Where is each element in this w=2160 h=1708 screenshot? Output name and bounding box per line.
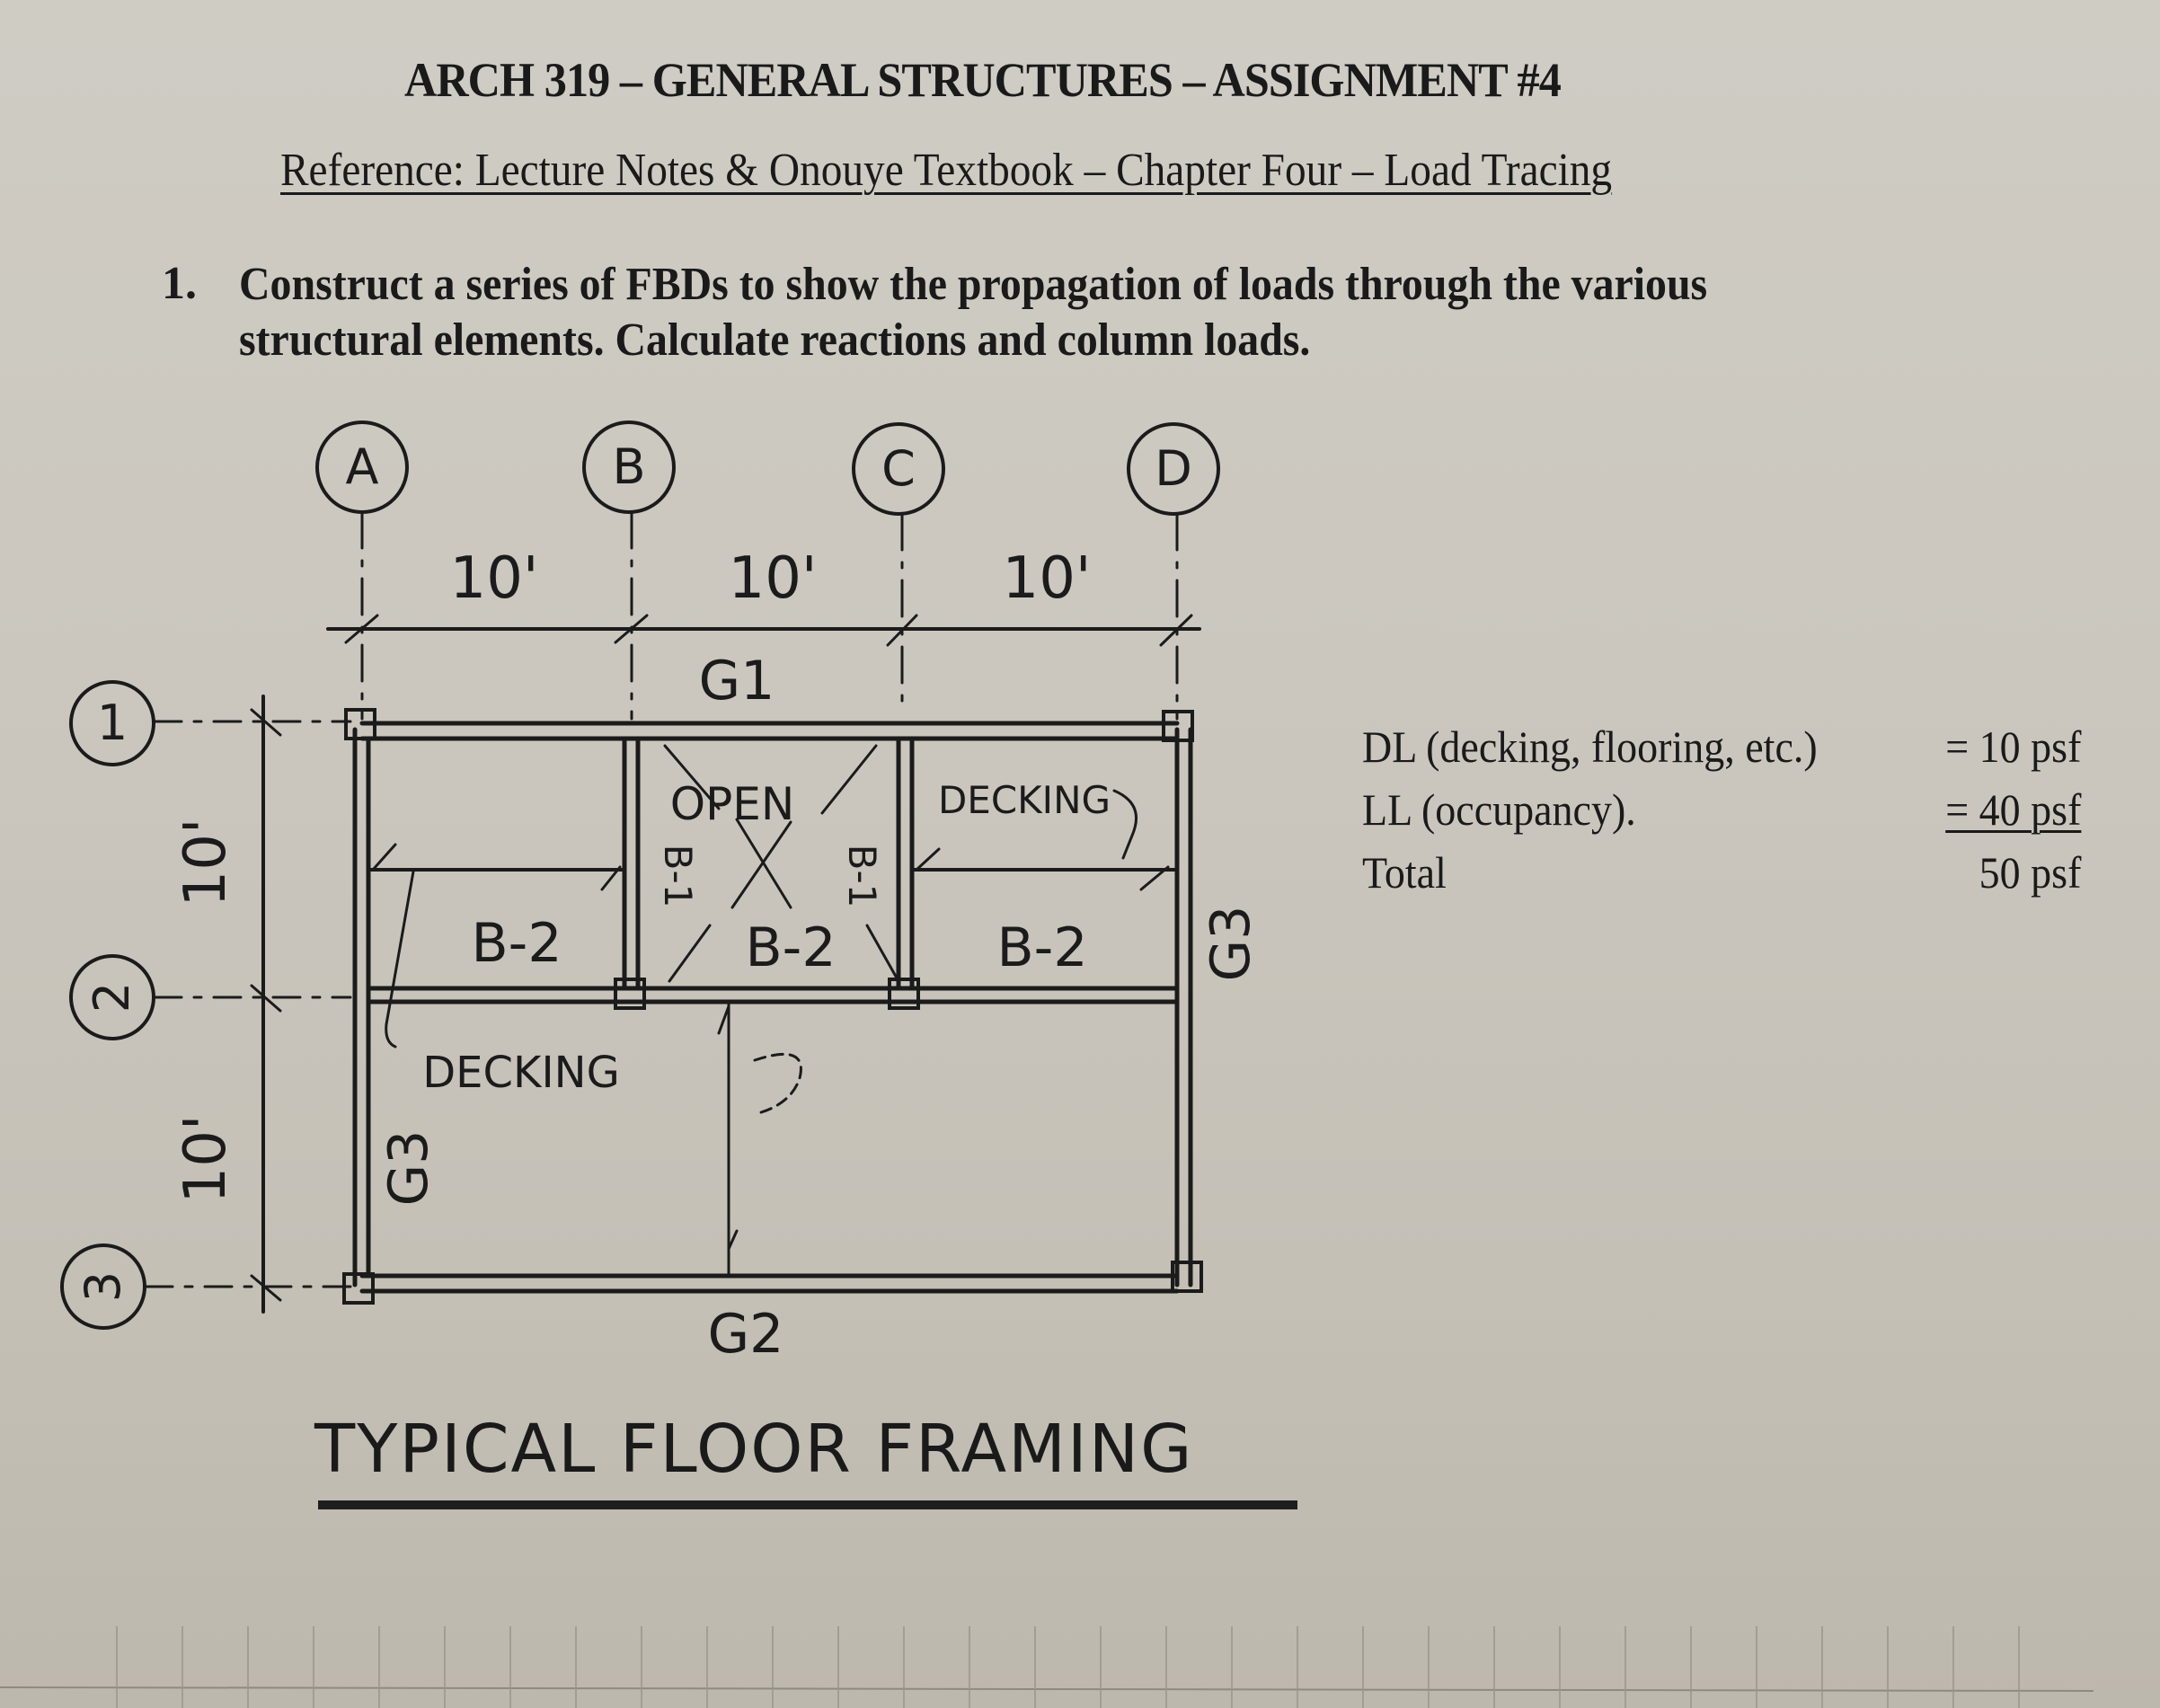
grid-label-b: B (612, 438, 645, 495)
load-label: Total (1362, 847, 1447, 898)
grid-bubble-d (1127, 422, 1220, 516)
opening-label: OPEN (670, 778, 795, 830)
girder-label-g1: G1 (699, 650, 775, 712)
beam-label-b1-right: B-1 (840, 845, 884, 908)
girder-label-g3-left: G3 (377, 1130, 440, 1207)
caption-underline (318, 1500, 1297, 1509)
grid-label-1: 1 (97, 695, 128, 751)
girder-label-g2: G2 (708, 1303, 784, 1366)
load-value: 50 psf (1979, 847, 2082, 898)
dim-b-c: 10' (728, 545, 817, 612)
beam-label-b1-left: B-1 (656, 845, 700, 908)
grid-label-c: C (881, 440, 916, 497)
dim-1-2: 10' (173, 818, 239, 907)
assignment-title: ARCH 319 – GENERAL STRUCTURES – ASSIGNME… (404, 53, 1562, 107)
grid-label-3: 3 (75, 1271, 131, 1302)
reference-line: Reference: Lecture Notes & Onouye Textbo… (280, 145, 1613, 196)
load-value: = 40 psf (1945, 784, 2082, 835)
beam-label-b2-right: B-2 (997, 916, 1088, 979)
grid-bubble-1 (69, 680, 155, 766)
load-row-dl: DL (decking, flooring, etc.) = 10 psf (1362, 715, 2081, 778)
grid-label-d: D (1155, 440, 1192, 497)
decking-label-top: DECKING (938, 778, 1111, 822)
load-label: DL (decking, flooring, etc.) (1362, 721, 1818, 772)
grid-bubble-c (852, 422, 945, 516)
dim-2-3: 10' (173, 1114, 239, 1203)
load-table: DL (decking, flooring, etc.) = 10 psf LL… (1362, 715, 2081, 904)
beam-label-b2-left: B-2 (472, 912, 562, 975)
drawing-caption: TYPICAL FLOOR FRAMING (314, 1411, 1194, 1488)
question-text: Construct a series of FBDs to show the p… (239, 259, 1708, 366)
girder-label-g3-right: G3 (1200, 906, 1262, 982)
dim-a-b: 10' (449, 545, 538, 612)
grid-bubble-b (582, 420, 676, 514)
grid-label-a: A (346, 438, 379, 495)
load-value: = 10 psf (1945, 721, 2082, 772)
load-label: LL (occupancy). (1362, 784, 1636, 835)
beam-label-b2-middle: B-2 (746, 916, 837, 979)
question-number: 1. (162, 258, 197, 309)
grid-label-2: 2 (84, 982, 140, 1013)
decking-label-bottom: DECKING (422, 1048, 620, 1098)
graph-paper-edge (0, 1626, 2094, 1708)
dim-c-d: 10' (1002, 545, 1091, 612)
load-row-ll: LL (occupancy). = 40 psf (1362, 778, 2081, 841)
load-row-total: Total 50 psf (1362, 841, 2081, 904)
